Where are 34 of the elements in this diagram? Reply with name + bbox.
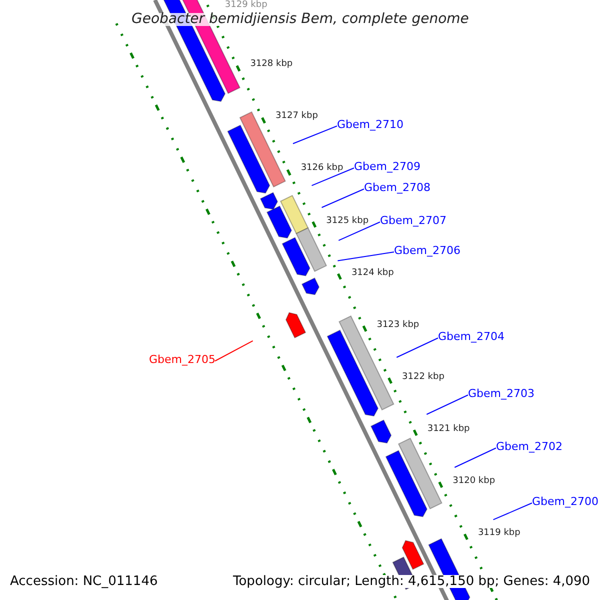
leader-line xyxy=(338,222,380,241)
title: Geobacter bemidjiensis Bem, complete genome xyxy=(132,13,469,26)
gene-label: Gbem_2705 xyxy=(149,353,216,366)
gene-label: Gbem_2709 xyxy=(354,160,420,173)
position-label: 3129 kbp xyxy=(224,0,268,11)
accession-text: Accession: NC_011146 xyxy=(10,575,158,588)
leader-line xyxy=(292,126,338,144)
leader-line xyxy=(321,188,364,208)
gene-label: Gbem_2700 xyxy=(532,495,598,508)
position-label: 3119 kbp xyxy=(478,528,520,539)
leader-line xyxy=(492,502,532,520)
gene-label: Gbem_2702 xyxy=(496,440,562,453)
leader-line xyxy=(426,394,468,415)
position-label: 3126 kbp xyxy=(300,163,344,174)
position-label: 3124 kbp xyxy=(351,268,394,279)
position-label: 3127 kbp xyxy=(276,111,318,122)
position-label: 3125 kbp xyxy=(326,216,369,226)
gene-label: Gbem_2704 xyxy=(438,330,504,343)
leader-line xyxy=(454,448,496,468)
leader-line xyxy=(396,338,438,358)
gene-label: Gbem_2707 xyxy=(380,214,446,227)
gene-label: Gbem_2706 xyxy=(394,244,460,257)
position-label: 3120 kbp xyxy=(452,476,496,487)
gene-label: Gbem_2708 xyxy=(364,181,430,194)
position-label: 3121 kbp xyxy=(427,424,470,435)
genome-info-text: Topology: circular; Length: 4,615,150 bp; Genes: 4,090 xyxy=(233,575,590,588)
gene-label: Gbem_2710 xyxy=(337,118,404,131)
position-label: 3122 kbp xyxy=(402,372,444,383)
leader-line xyxy=(214,340,254,362)
leader-line xyxy=(337,252,394,262)
leader-line xyxy=(311,168,354,186)
position-label: 3123 kbp xyxy=(376,320,420,331)
gene-label: Gbem_2703 xyxy=(468,387,534,400)
position-label: 3128 kbp xyxy=(250,59,293,70)
